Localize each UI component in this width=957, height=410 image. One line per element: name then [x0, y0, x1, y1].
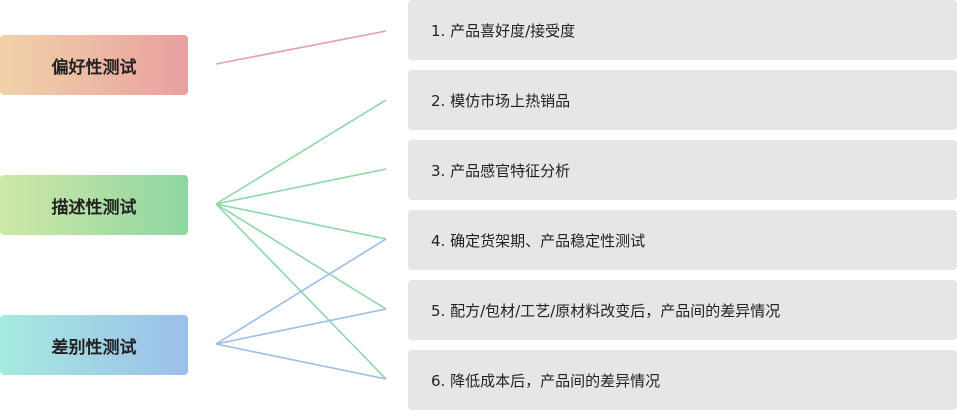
connector-line-2-5 — [215, 203, 387, 310]
category-box-preference: 偏好性测试 — [0, 35, 188, 95]
item-box-2: 2. 模仿市场上热销品 — [408, 70, 957, 130]
category-box-descriptive: 描述性测试 — [0, 175, 188, 235]
item-box-1: 1. 产品喜好度/接受度 — [408, 0, 957, 60]
connector-line-3-5 — [215, 308, 387, 345]
item-label: 6. 降低成本后，产品间的差异情况 — [431, 371, 661, 390]
connector-line-2-3 — [215, 168, 387, 205]
category-label: 差别性测试 — [51, 337, 137, 358]
category-label: 偏好性测试 — [51, 57, 137, 78]
connector-line-1-1 — [215, 30, 387, 65]
item-box-5: 5. 配方/包材/工艺/原材料改变后，产品间的差异情况 — [408, 280, 957, 340]
item-box-6: 6. 降低成本后，产品间的差异情况 — [408, 350, 957, 410]
category-box-discrimination: 差别性测试 — [0, 315, 188, 375]
item-box-3: 3. 产品感官特征分析 — [408, 140, 957, 200]
connector-line-3-6 — [215, 343, 387, 380]
connector-line-2-4 — [215, 203, 387, 240]
connector-line-2-2 — [215, 99, 387, 205]
item-box-4: 4. 确定货架期、产品稳定性测试 — [408, 210, 957, 270]
category-label: 描述性测试 — [51, 197, 137, 218]
item-label: 5. 配方/包材/工艺/原材料改变后，产品间的差异情况 — [431, 301, 781, 320]
item-label: 4. 确定货架期、产品稳定性测试 — [431, 231, 646, 250]
item-label: 3. 产品感官特征分析 — [431, 161, 571, 180]
connector-line-3-4 — [215, 238, 387, 345]
item-label: 1. 产品喜好度/接受度 — [431, 21, 576, 40]
item-label: 2. 模仿市场上热销品 — [431, 91, 571, 110]
